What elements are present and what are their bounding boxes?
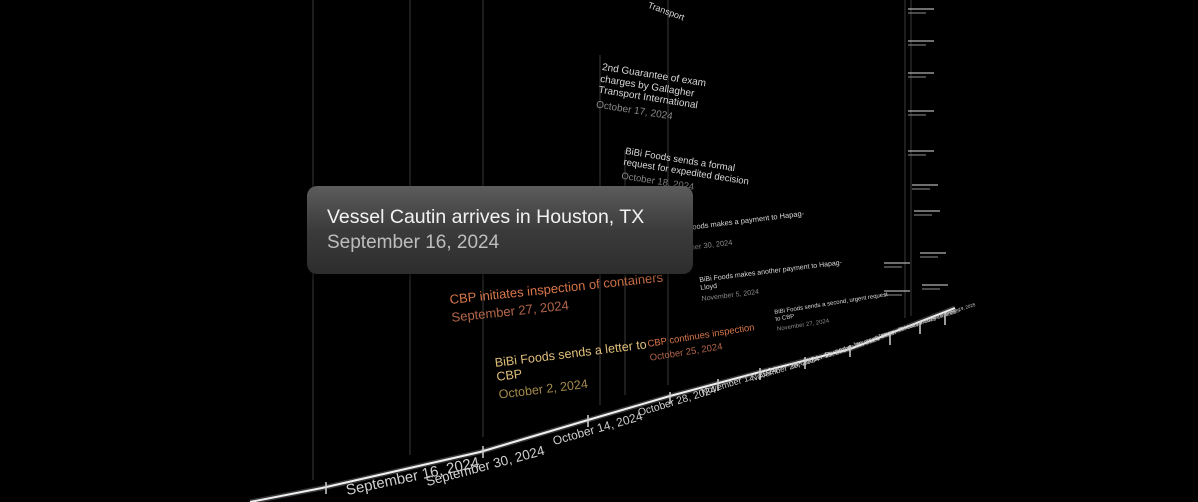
distant-event-title xyxy=(920,252,946,254)
distant-event-date xyxy=(914,214,932,216)
distant-event-date xyxy=(922,288,940,290)
distant-event-title xyxy=(908,8,934,10)
distant-event-date xyxy=(908,154,926,156)
distant-event-date xyxy=(908,12,926,14)
timeline-axis-glow xyxy=(249,305,956,502)
distant-event-date xyxy=(908,114,926,116)
distant-event-date xyxy=(908,76,926,78)
distant-event-date xyxy=(912,188,930,190)
distant-event-date xyxy=(920,256,938,258)
distant-event-title xyxy=(912,184,938,186)
distant-event-title xyxy=(908,150,934,152)
distant-event-date xyxy=(884,294,902,296)
distant-event-title xyxy=(908,110,934,112)
timeline-axis xyxy=(249,307,956,502)
event-tooltip: Vessel Cautin arrives in Houston, TX Sep… xyxy=(307,186,693,274)
distant-event-title xyxy=(884,262,910,264)
tooltip-date: September 16, 2024 xyxy=(327,232,500,253)
distant-event-date xyxy=(884,266,902,268)
distant-event-title xyxy=(922,284,948,286)
distant-event-title xyxy=(914,210,940,212)
tooltip-title: Vessel Cautin arrives in Houston, TX xyxy=(327,206,645,228)
distant-event-title xyxy=(908,40,934,42)
distant-event-date xyxy=(908,44,926,46)
distant-event-title xyxy=(908,72,934,74)
distant-event-title xyxy=(884,290,910,292)
